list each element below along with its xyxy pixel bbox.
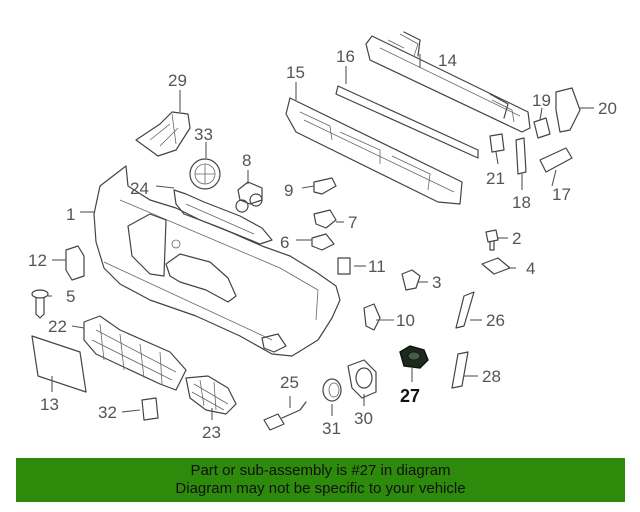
callout-10: 10	[396, 311, 415, 330]
part-12-bracket	[65, 245, 85, 281]
callout-25: 25	[280, 373, 299, 392]
callout-29: 29	[168, 71, 187, 90]
callout-12: 12	[28, 251, 47, 270]
callout-26: 26	[486, 311, 505, 330]
part-15-energy-absorber	[285, 97, 463, 205]
part-28-strip	[451, 351, 469, 389]
callout-22: 22	[48, 317, 67, 336]
part-18-bracket	[515, 137, 527, 175]
callout-17: 17	[552, 185, 571, 204]
part-27-highlighted	[399, 345, 429, 369]
part-9-cap	[313, 177, 337, 195]
part-33-emblem	[189, 158, 221, 190]
callout-32: 32	[98, 403, 117, 422]
callout-14: 14	[438, 51, 457, 70]
callout-7: 7	[348, 213, 357, 232]
part-32-bracket	[141, 397, 159, 421]
part-23-fog-grille	[185, 375, 237, 415]
part-31-ring	[322, 378, 342, 402]
part-22-lower-grille	[83, 315, 187, 391]
part-21-clip	[489, 133, 505, 153]
callout-31: 31	[322, 419, 341, 438]
part-24-grille-panel	[173, 189, 273, 245]
part-4-nut-plate	[481, 257, 511, 275]
part-13-plate-base	[31, 335, 87, 393]
part-2-bolt	[485, 229, 499, 251]
callout-15: 15	[286, 63, 305, 82]
banner-line-disclaimer: Diagram may not be specific to your vehi…	[175, 480, 466, 497]
banner-line-part: Part or sub-assembly is #27 in diagram	[190, 462, 451, 479]
part-30-sensor-holder	[347, 359, 377, 399]
callout-1: 1	[66, 205, 75, 224]
part-3-clip	[401, 269, 421, 291]
part-10-bracket	[363, 303, 381, 331]
callout-30: 30	[354, 409, 373, 428]
callout-24: 24	[130, 179, 149, 198]
callout-6: 6	[280, 233, 289, 252]
callout-2: 2	[512, 229, 521, 248]
callout-19: 19	[532, 91, 551, 110]
part-8-cover	[235, 181, 263, 213]
part-20-bracket	[555, 87, 581, 133]
part-6-bracket	[311, 233, 335, 251]
part-19-bracket	[533, 117, 551, 139]
part-11-clip	[337, 257, 351, 275]
part-16-strip	[335, 85, 479, 159]
part-29-bracket	[135, 111, 191, 157]
part-17-block	[539, 147, 573, 173]
callout-9: 9	[284, 181, 293, 200]
callout-16: 16	[336, 47, 355, 66]
callout-5: 5	[66, 287, 75, 306]
callout-28: 28	[482, 367, 501, 386]
callout-33: 33	[194, 125, 213, 144]
part-5-clip	[31, 289, 49, 319]
info-banner: Part or sub-assembly is #27 in diagram D…	[16, 458, 625, 502]
part-1-bumper-cover	[93, 165, 341, 357]
part-7-bracket	[313, 209, 337, 229]
callout-labels: 14 16 15 29 33 8 9 24 1 7 6 12 11 5 3 2 …	[28, 47, 617, 442]
callout-27-highlighted: 27	[400, 386, 420, 406]
callout-18: 18	[512, 193, 531, 212]
callout-3: 3	[432, 273, 441, 292]
leader-lines	[48, 54, 594, 420]
callout-20: 20	[598, 99, 617, 118]
callout-4: 4	[526, 259, 535, 278]
part-14-bumper-carrier	[365, 31, 531, 133]
part-25-sensor	[263, 401, 307, 431]
callout-11: 11	[368, 257, 386, 276]
callout-8: 8	[242, 151, 251, 170]
callout-21: 21	[486, 169, 505, 188]
part-26-strip	[455, 291, 475, 329]
callout-13: 13	[40, 395, 59, 414]
callout-23: 23	[202, 423, 221, 442]
